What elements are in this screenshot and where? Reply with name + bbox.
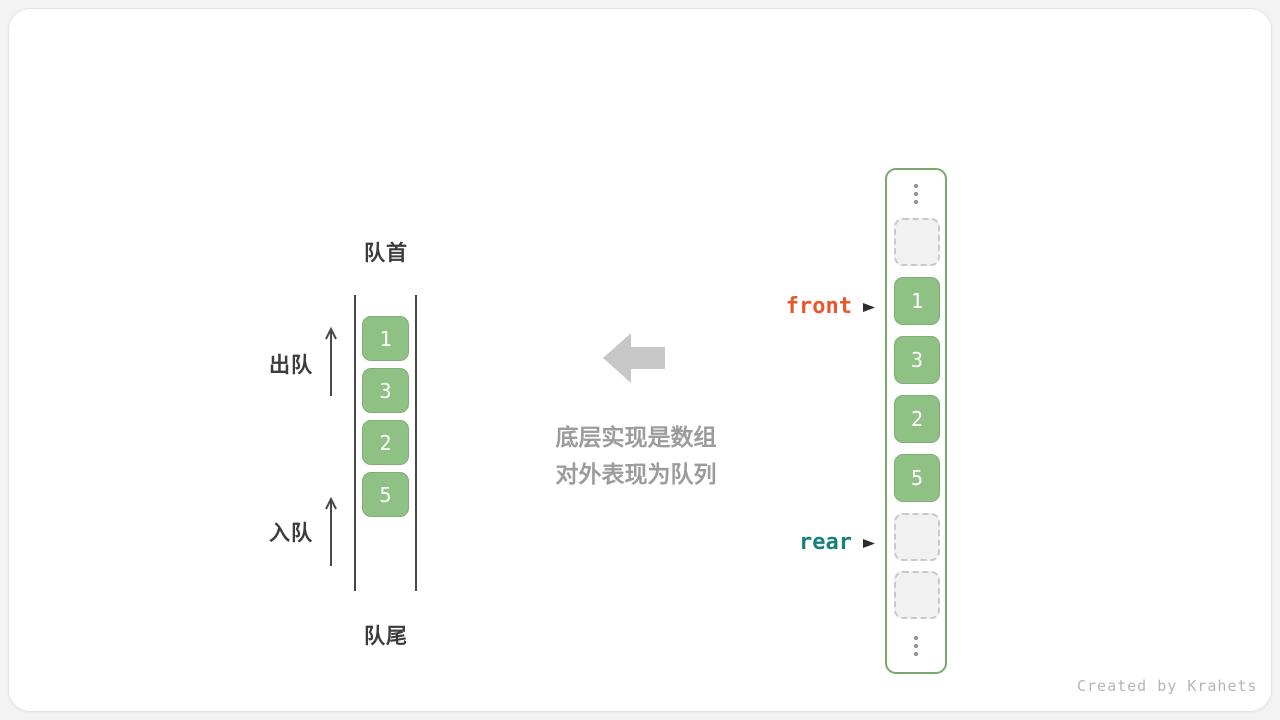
rear-pointer-arrow-icon <box>863 539 875 548</box>
array-cell: 1 <box>894 277 940 325</box>
front-pointer-label: front <box>785 294 852 319</box>
array-cell: 2 <box>894 395 940 443</box>
array-cell: 5 <box>894 454 940 502</box>
caption-line-1: 底层实现是数组 <box>555 424 717 450</box>
rear-pointer-label: rear <box>799 530 852 555</box>
array-container: 1 3 2 5 <box>885 168 947 674</box>
array-empty-cell <box>894 513 940 561</box>
queue-channel-right-line <box>415 295 417 591</box>
queue-cell: 1 <box>362 316 409 361</box>
front-pointer-arrow-icon <box>863 303 875 312</box>
array-cell: 3 <box>894 336 940 384</box>
caption-line-2: 对外表现为队列 <box>555 461 717 487</box>
queue-cell: 5 <box>362 472 409 517</box>
queue-front-label: 队首 <box>364 242 408 265</box>
ellipsis-bottom-icon <box>887 636 945 656</box>
caption-text: 底层实现是数组 对外表现为队列 <box>501 419 771 493</box>
dequeue-label: 出队 <box>269 354 313 377</box>
credit-text: Created by Krahets <box>1077 677 1258 695</box>
array-empty-cell <box>894 218 940 266</box>
dequeue-up-arrow-icon <box>325 326 337 396</box>
enqueue-up-arrow-icon <box>325 496 337 566</box>
diagram-card: 队首 1 3 2 5 出队 入队 队尾 底层实现是数组 对外表现为队列 <box>8 8 1272 712</box>
queue-channel-left-line <box>354 295 356 591</box>
queue-rear-label: 队尾 <box>364 625 408 648</box>
big-left-arrow-icon <box>603 333 665 383</box>
enqueue-label: 入队 <box>269 522 313 545</box>
queue-cell: 2 <box>362 420 409 465</box>
queue-cell: 3 <box>362 368 409 413</box>
array-empty-cell <box>894 571 940 619</box>
ellipsis-top-icon <box>887 184 945 204</box>
